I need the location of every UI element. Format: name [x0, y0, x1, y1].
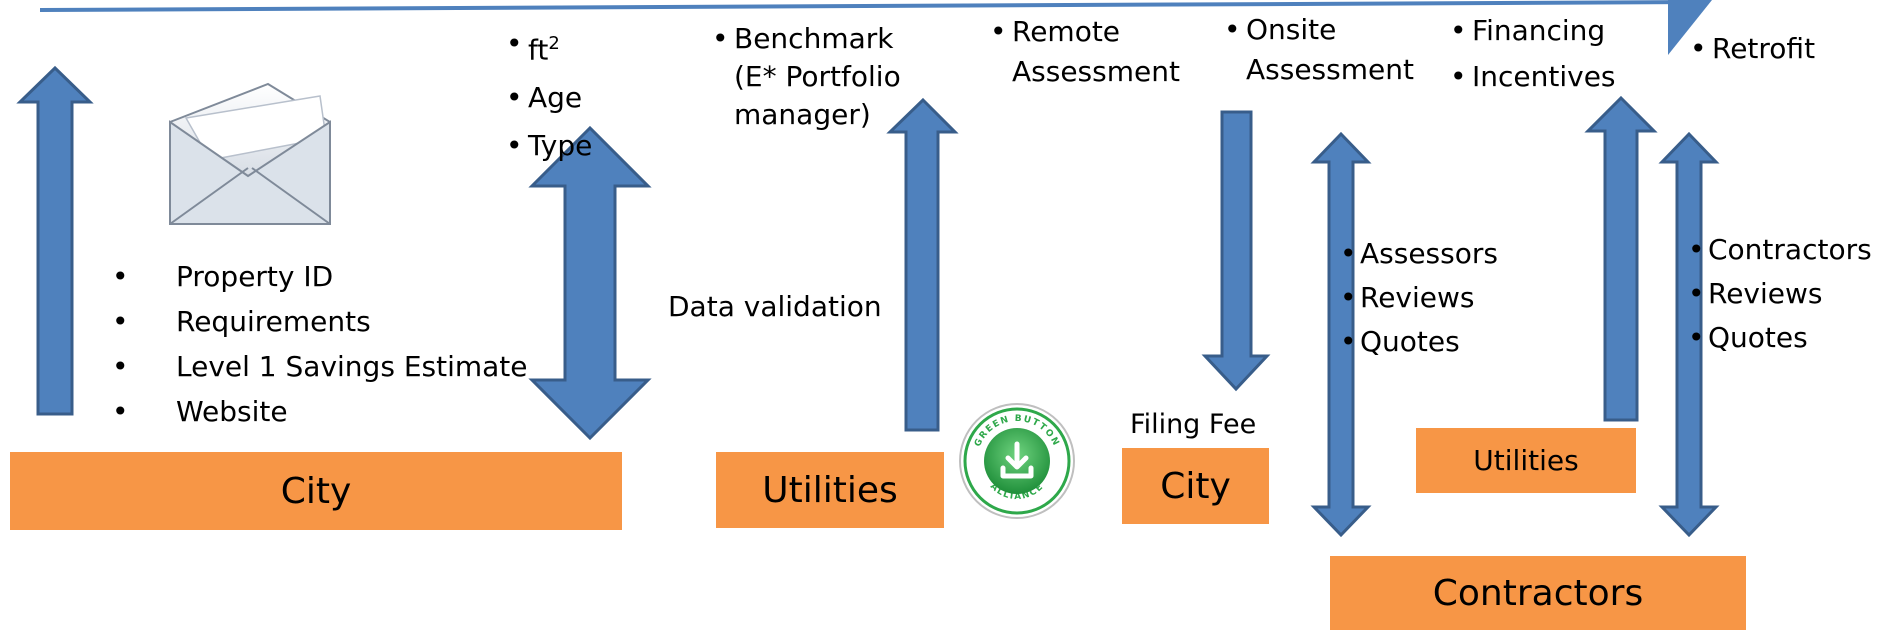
arrow-up-city [16, 65, 94, 416]
list-item: Quotes [1684, 316, 1872, 360]
benchmark-text: Benchmark (E* Portfolio manager) [712, 20, 901, 134]
remote-assessment-text: Remote Assessment [990, 12, 1180, 92]
benchmark-line1: Benchmark [712, 20, 901, 58]
retrofit-item: Retrofit [1690, 32, 1815, 66]
envelope-icon [169, 82, 331, 225]
contractors-box-label: Contractors [1432, 572, 1644, 614]
benchmark-line3: manager) [734, 98, 871, 131]
attr-area-sup: 2 [548, 33, 560, 54]
download-icon [1000, 441, 1034, 479]
onsite-line1: Onsite [1224, 10, 1414, 50]
property-list: Property ID Requirements Level 1 Savings… [112, 254, 528, 434]
attr-area-text: ft [528, 33, 549, 67]
filing-fee-label: Filing Fee [1130, 409, 1257, 440]
attr-age: Age [506, 74, 592, 122]
utilities-box-label: Utilities [762, 469, 898, 511]
data-validation-label: Data validation [668, 290, 882, 323]
list-item: Reviews [1336, 276, 1498, 320]
financing-item: Financing [1450, 8, 1616, 54]
list-item: Website [112, 389, 528, 434]
list-item: Contractors [1684, 228, 1872, 272]
contractors-box: Contractors [1330, 556, 1746, 630]
arrow-double-validation [528, 125, 652, 441]
arrow-down-remote [1201, 110, 1271, 392]
city-box-label: City [280, 470, 352, 512]
attr-type: Type [506, 122, 592, 170]
attr-area: ft2 [506, 20, 592, 74]
list-item: Quotes [1336, 320, 1498, 364]
contractors-list: Contractors Reviews Quotes [1684, 228, 1872, 360]
onsite-line2: Assessment [1246, 53, 1414, 86]
green-button-logo: GREEN BUTTON ALLIANCE [959, 403, 1075, 519]
list-item: Reviews [1684, 272, 1872, 316]
list-item: Requirements [112, 299, 528, 344]
list-item: Assessors [1336, 232, 1498, 276]
city-fee-box-label: City [1160, 465, 1231, 507]
utilities-right-box-label: Utilities [1473, 444, 1579, 477]
incentives-item: Incentives [1450, 54, 1616, 100]
corner-triangle [1668, 0, 1712, 55]
city-box: City [10, 452, 622, 530]
retrofit-text: Retrofit [1690, 32, 1815, 66]
benchmark-line2: (E* Portfolio [734, 60, 901, 93]
utilities-right-box: Utilities [1416, 428, 1636, 493]
city-fee-box: City [1122, 448, 1269, 524]
list-item: Property ID [112, 254, 528, 299]
list-item: Level 1 Savings Estimate [112, 344, 528, 389]
assessors-list: Assessors Reviews Quotes [1336, 232, 1498, 364]
arrow-up-utilities [886, 97, 959, 432]
arrow-up-financing [1584, 95, 1658, 422]
onsite-assessment-text: Onsite Assessment [1224, 10, 1414, 90]
top-rule [39, 0, 1701, 12]
remote-line2: Assessment [1012, 55, 1180, 88]
remote-line1: Remote [990, 12, 1180, 52]
building-attributes: ft2 Age Type [506, 20, 592, 170]
utilities-box: Utilities [716, 452, 944, 528]
financing-list: Financing Incentives [1450, 8, 1616, 100]
